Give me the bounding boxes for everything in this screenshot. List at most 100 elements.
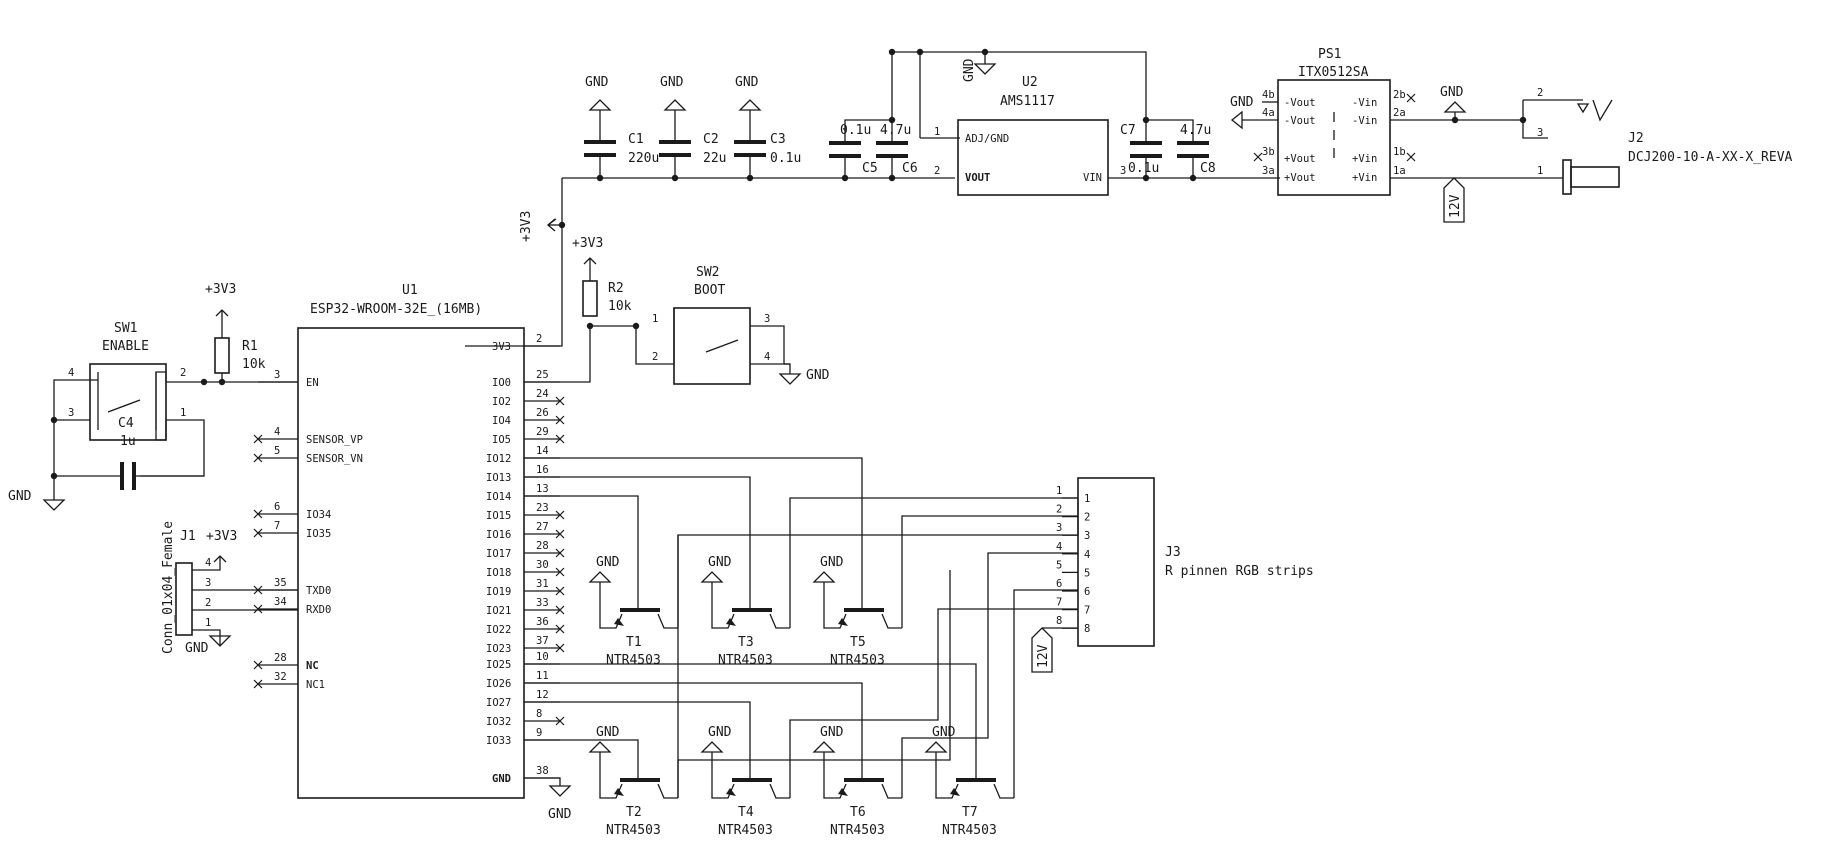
c3-ref: C3 <box>770 132 786 147</box>
sw2-pin3: 3 <box>764 313 770 325</box>
u1-pin-num: 30 <box>536 559 549 571</box>
c5-value: 0.1u <box>840 123 871 138</box>
ps1-pin-2a-name: -Vin <box>1352 115 1377 127</box>
j3-pin-num-inside: 8 <box>1084 623 1090 635</box>
u1-ground: GND <box>524 777 572 822</box>
label-12v-input: 12V <box>1448 194 1463 218</box>
u1-right-pin: IO18 30 <box>486 559 565 579</box>
c1-ref: C1 <box>628 132 644 147</box>
r1-value: 10k <box>242 357 266 372</box>
mcu-u1: U1 ESP32-WROOM-32E_(16MB) EN3SENSOR_VP4S… <box>253 283 565 799</box>
u2-pin-adj: ADJ/GND <box>965 133 1009 145</box>
u2-value: AMS1117 <box>1000 94 1055 109</box>
r2-value: 10k <box>608 299 632 314</box>
u1-pin-name: IO5 <box>492 434 511 446</box>
transistor-gnd-label: GND <box>596 725 620 740</box>
connector-j1: J1 +3V3 GND Conn_01x04_Female 4 3 2 1 <box>161 521 298 656</box>
u1-pin-name: TXD0 <box>306 585 331 597</box>
ps1-pin-3a-name: +Vout <box>1284 172 1316 184</box>
u1-pin-num: 32 <box>274 671 287 683</box>
j1-3v3-label: +3V3 <box>206 529 237 544</box>
sw2-pin2: 2 <box>652 351 658 363</box>
u1-pin-num: 31 <box>536 578 549 590</box>
u1-pin-name: IO25 <box>486 659 511 671</box>
capacitor-c3: GND C3 0.1u <box>734 75 801 182</box>
u1-pin-name: IO17 <box>486 548 511 560</box>
u1-pin-num: 33 <box>536 597 549 609</box>
ps1-value: ITX0512SA <box>1298 65 1369 80</box>
ps1-pin-1a-name: +Vin <box>1352 172 1377 184</box>
capacitor-c8: 4.7u C8 <box>1146 119 1216 182</box>
j3-pin-num-inside: 6 <box>1084 586 1090 598</box>
u1-pin-name: NC <box>306 660 319 672</box>
u1-pin-num: 35 <box>274 577 287 589</box>
j3-pin: 44 <box>1056 541 1090 561</box>
transistor-ref: T1 <box>626 635 642 650</box>
j1-pin4: 4 <box>205 557 211 569</box>
r1-ref: R1 <box>242 339 258 354</box>
capacitor-c6: 4.7u C6 <box>876 120 918 182</box>
c5-ref: C5 <box>862 161 878 176</box>
u1-pin-name: RXD0 <box>306 604 331 616</box>
j3-pin: 66 <box>1056 578 1090 598</box>
j3-pin-num-outside: 1 <box>1056 485 1062 497</box>
label-12v-strips: 12V <box>1036 644 1051 668</box>
u1-pin-num: 25 <box>536 369 549 381</box>
u1-pin-name: EN <box>306 377 319 389</box>
capacitor-c5: 0.1u C5 <box>829 119 878 182</box>
ps1-ref: PS1 <box>1318 47 1341 62</box>
u1-pin-name: IO21 <box>486 605 511 617</box>
c8-ref: C8 <box>1200 161 1216 176</box>
ps1-pin-3a-num: 3a <box>1262 165 1275 177</box>
j3-pin-num-inside: 3 <box>1084 530 1090 542</box>
ps1-pin-2b-num: 2b <box>1393 89 1406 101</box>
u1-pin-name: IO18 <box>486 567 511 579</box>
u1-right-pin: IO21 33 <box>486 597 565 617</box>
u1-pin-name: IO22 <box>486 624 511 636</box>
j3-pin: 33 <box>1056 522 1090 542</box>
u1-pin-num: 24 <box>536 388 549 400</box>
u1-pin-name: IO12 <box>486 453 511 465</box>
ps1-pin-1b-num: 1b <box>1393 146 1406 158</box>
u1-pin-name: IO4 <box>492 415 511 427</box>
j1-pin1: 1 <box>205 617 211 629</box>
j2-pin3-num: 3 <box>1537 127 1543 139</box>
u1-pin-name: IO15 <box>486 510 511 522</box>
u2-pin-vout: VOUT <box>965 172 990 184</box>
j3-pin: 11 <box>1056 485 1090 505</box>
u1-left-pin: EN3 <box>258 369 319 389</box>
u1-pin-num: 8 <box>536 708 542 720</box>
connector-j2: 2 3 1 J2 DCJ200-10-A-XX-X_REVA <box>1522 87 1793 195</box>
u1-pin-num: 28 <box>536 540 549 552</box>
u1-pin-name: IO2 <box>492 396 511 408</box>
j3-pin: 77 <box>1056 597 1090 617</box>
capacitor-c2: GND C2 22u <box>659 75 726 182</box>
u1-pin-num: 27 <box>536 521 549 533</box>
u1-pin-name: SENSOR_VN <box>306 453 363 465</box>
c2-gnd-label: GND <box>660 75 684 90</box>
u1-pin-name: IO27 <box>486 697 511 709</box>
j1-value: Conn_01x04_Female <box>161 521 176 654</box>
c6-value: 4.7u <box>880 123 911 138</box>
c8-value: 4.7u <box>1180 123 1211 138</box>
c2-value: 22u <box>703 151 726 166</box>
j3-pin-num-outside: 2 <box>1056 504 1062 516</box>
u1-left-pin: SENSOR_VN5 <box>253 445 363 465</box>
ps1-pin-1a-num: 1a <box>1393 165 1406 177</box>
u1-pin-num: 14 <box>536 445 549 457</box>
sw2-gnd-label: GND <box>806 368 830 383</box>
ps1-pin-3b-num: 3b <box>1262 146 1275 158</box>
